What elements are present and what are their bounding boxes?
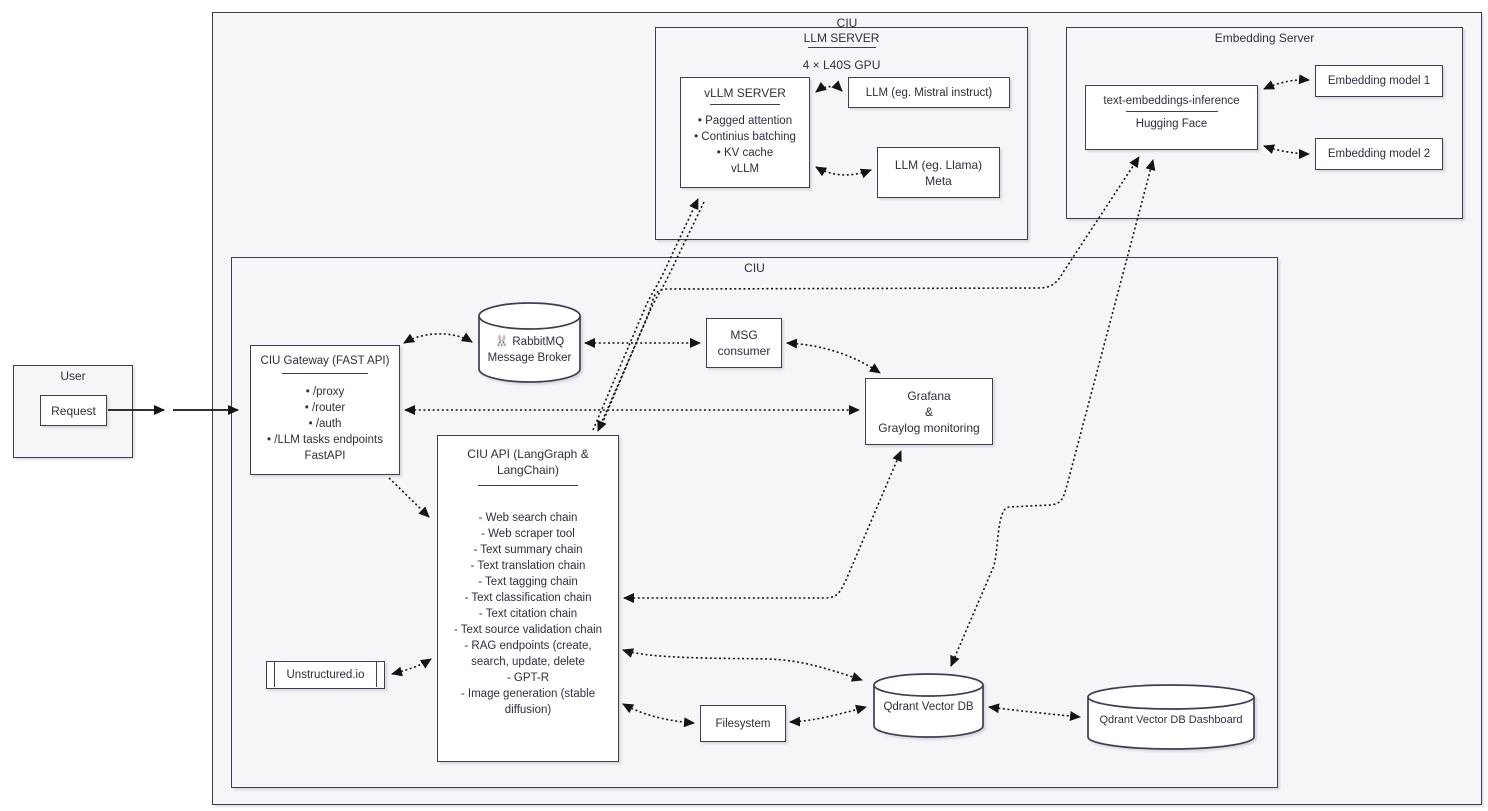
llm-llama-node: LLM (eg. Llama) Meta [877,147,1000,198]
tei-label-line2: Hugging Face [1135,118,1208,130]
llm-mistral-node: LLM (eg. Mistral instruct) [848,77,1010,108]
embedding-model2-label: Embedding model 2 [1327,148,1431,160]
filesystem-label: Filesystem [715,717,771,730]
llm-server-title-divider [807,47,876,48]
request-label: Request [51,403,96,418]
qdrant-label: Qdrant Vector DB [883,701,974,713]
ciu-api-item: - Image generation (stable [460,688,596,700]
ciu-api-item: - Text classification chain [464,592,592,604]
llm-mistral-label: LLM (eg. Mistral instruct) [865,86,993,99]
qdrant-dashboard-node: Qdrant Vector DB Dashboard [1087,684,1255,750]
cylinder-shape [1087,684,1255,750]
outer-ciu-label: CIU [836,16,858,30]
gateway-item: FastAPI [304,450,346,462]
vllm-server-node: vLLM SERVER • Pagged attention • Contini… [680,77,810,188]
rabbitmq-node: 🐰 RabbitMQ Message Broker [478,302,581,383]
vllm-item: • Continius batching [694,131,796,143]
cylinder-shape [478,302,581,383]
request-node: Request [40,395,107,426]
gateway-title: CIU Gateway (FAST API) [260,355,390,367]
tei-divider [1125,111,1218,112]
vllm-item: • Pagged attention [697,115,793,127]
embedding-model1-label: Embedding model 1 [1327,75,1431,87]
grafana-label-line1: Grafana [907,388,951,403]
tei-label-line1: text-embeddings-inference [1103,95,1240,107]
process-bar-right [376,661,377,687]
msg-consumer-label-line1: MSG [730,328,758,342]
ciu-api-item: - Text summary chain [473,544,583,556]
gateway-item: • /auth [308,418,342,430]
gpu-label: 4 × L40S GPU [802,58,881,72]
ciu-api-item: - Text tagging chain [478,576,578,588]
ciu-api-item: - Text source validation chain [453,624,603,636]
vllm-item: vLLM [730,163,760,175]
vllm-title-divider [710,104,780,105]
ciu-api-item: - Web search chain [478,512,578,524]
ciu-api-item: diffusion) [504,704,552,716]
ciu-api-title-line1: CIU API (LangGraph & [467,447,589,461]
user-title: User [60,369,86,383]
llm-server-title: LLM SERVER [803,31,880,45]
grafana-label-line3: Graylog monitoring [878,420,980,435]
ciu-api-divider [478,485,578,486]
process-bar-left [274,661,275,687]
grafana-node: Grafana & Graylog monitoring [865,378,993,445]
gateway-divider [282,373,368,374]
ciu-gateway-node: CIU Gateway (FAST API) • /proxy • /route… [250,345,400,475]
filesystem-node: Filesystem [700,705,786,742]
gateway-item: • /router [304,402,346,414]
ciu-api-item: - GPT-R [506,672,550,684]
unstructured-node: Unstructured.io [266,661,385,689]
qdrant-node: Qdrant Vector DB [873,673,984,738]
llm-llama-label-line2: Meta [925,173,952,188]
ciu-api-item: search, update, delete [471,656,585,668]
qdrant-dashboard-label: Qdrant Vector DB Dashboard [1099,714,1243,726]
ciu-api-item: - Text citation chain [478,608,578,620]
llm-llama-label-line1: LLM (eg. Llama) [894,157,983,172]
gateway-item: • /LLM tasks endpoints [267,434,383,446]
text-embeddings-inference-node: text-embeddings-inference Hugging Face [1085,85,1258,150]
msg-consumer-node: MSG consumer [706,318,782,368]
unstructured-label: Unstructured.io [286,669,365,681]
grafana-label-line2: & [924,404,933,419]
rabbitmq-label-line2: Message Broker [487,352,572,364]
ciu-api-item: - Text translation chain [470,560,586,572]
ciu-api-item: - RAG endpoints (create, [464,640,592,652]
rabbitmq-label-line1: 🐰 RabbitMQ [494,336,565,348]
vllm-item: • KV cache [716,147,774,159]
embedding-server-title: Embedding Server [1214,31,1315,45]
ciu-api-node: CIU API (LangGraph & LangChain) - Web se… [437,435,619,762]
inner-ciu-label: CIU [744,261,765,275]
cylinder-shape [873,673,984,738]
embedding-model1-node: Embedding model 1 [1315,65,1443,97]
gateway-item: • /proxy [305,386,345,398]
embedding-model2-node: Embedding model 2 [1315,138,1443,170]
msg-consumer-label-line2: consumer [717,344,771,358]
vllm-server-title: vLLM SERVER [704,86,786,100]
ciu-api-item: - Web scraper tool [481,528,575,540]
ciu-api-title-line2: LangChain) [496,463,560,477]
